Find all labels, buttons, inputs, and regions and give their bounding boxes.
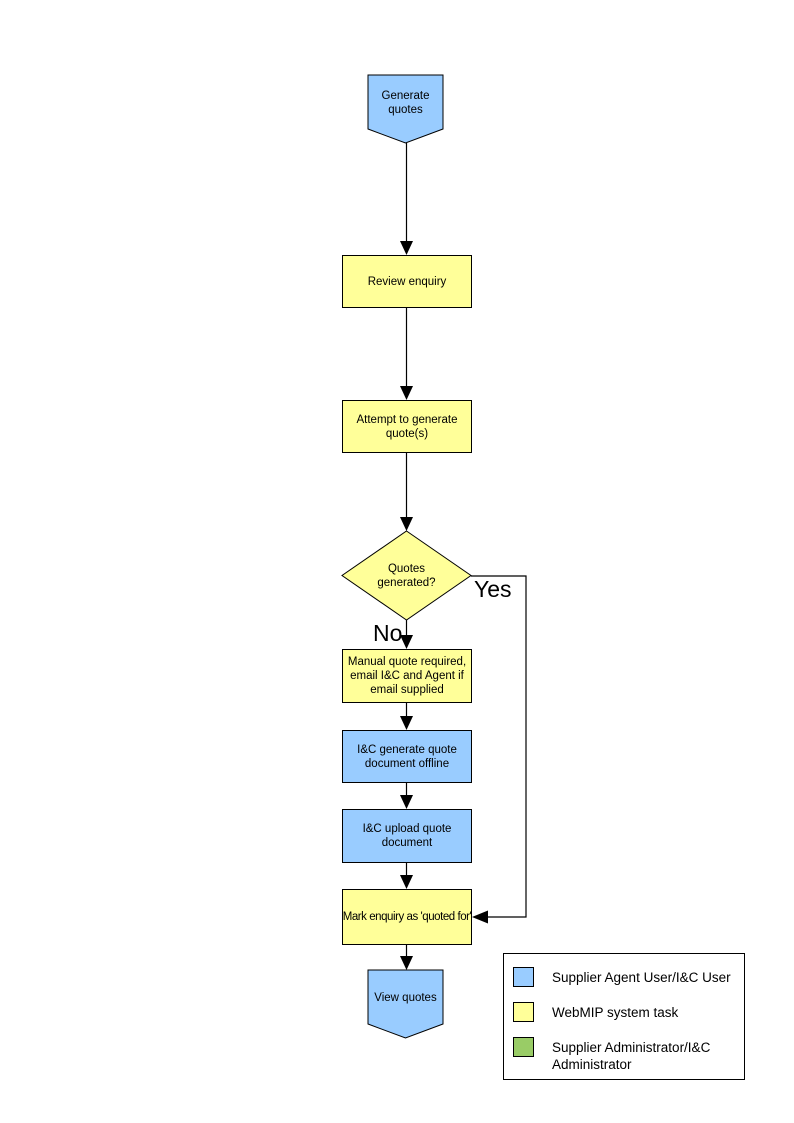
node-ic-generate-offline-label: I&C generate quote document offline [357, 743, 457, 770]
arrowhead-manual [400, 635, 413, 649]
node-ic-upload: I&C upload quote document [342, 809, 472, 863]
legend-swatch-blue [513, 967, 534, 987]
legend-item-webmip-system-task: WebMIP system task [513, 1002, 736, 1022]
end-label-text: View quotes [374, 991, 437, 1004]
arrowhead-mark [400, 875, 413, 889]
arrowhead-icgenerate [400, 716, 413, 730]
node-review-enquiry: Review enquiry [342, 255, 472, 308]
legend-swatch-yellow [513, 1002, 534, 1022]
legend: Supplier Agent User/I&C User WebMIP syst… [503, 953, 745, 1080]
legend-swatch-green [513, 1037, 534, 1057]
connector-yes-branch [471, 575, 527, 918]
legend-item-supplier-administrator: Supplier Administrator/I&C Administrator [513, 1037, 736, 1073]
node-mark-quoted: Mark enquiry as 'quoted for' [342, 889, 472, 945]
node-ic-generate-offline: I&C generate quote document offline [342, 730, 472, 783]
branch-label-no: No [373, 620, 403, 646]
arrowhead-yes-into-mark [472, 910, 488, 924]
end-pentagon-shape [367, 969, 444, 1039]
start-pentagon-shape [367, 74, 444, 144]
legend-label-supplier-administrator: Supplier Administrator/I&C Administrator [552, 1040, 711, 1072]
arrowhead-decision [400, 517, 413, 531]
start-label-text: Generate quotes [381, 89, 430, 116]
arrowhead-icupload [400, 795, 413, 809]
legend-label-webmip-system-task: WebMIP system task [552, 1005, 679, 1020]
node-attempt-generate: Attempt to generate quote(s) [342, 400, 472, 453]
branch-label-yes: Yes [474, 576, 512, 602]
node-mark-quoted-label: Mark enquiry as 'quoted for' [342, 911, 472, 923]
node-end-label: View quotes [368, 970, 443, 1025]
legend-item-supplier-agent-user: Supplier Agent User/I&C User [513, 967, 736, 987]
node-manual-quote-label: Manual quote required, email I&C and Age… [347, 656, 467, 696]
arrowhead-review [400, 241, 413, 255]
node-attempt-generate-label: Attempt to generate quote(s) [356, 413, 458, 440]
node-quotes-generated-label: Quotes generated? [342, 531, 471, 620]
legend-label-supplier-agent-user: Supplier Agent User/I&C User [552, 970, 731, 985]
node-start-label: Generate quotes [368, 75, 443, 130]
arrowhead-attempt [400, 386, 413, 400]
node-ic-upload-label: I&C upload quote document [362, 823, 452, 849]
node-manual-quote: Manual quote required, email I&C and Age… [342, 649, 472, 703]
arrowhead-end [400, 956, 413, 970]
node-review-enquiry-label: Review enquiry [367, 275, 447, 288]
decision-label-text: Quotes generated? [377, 562, 436, 589]
